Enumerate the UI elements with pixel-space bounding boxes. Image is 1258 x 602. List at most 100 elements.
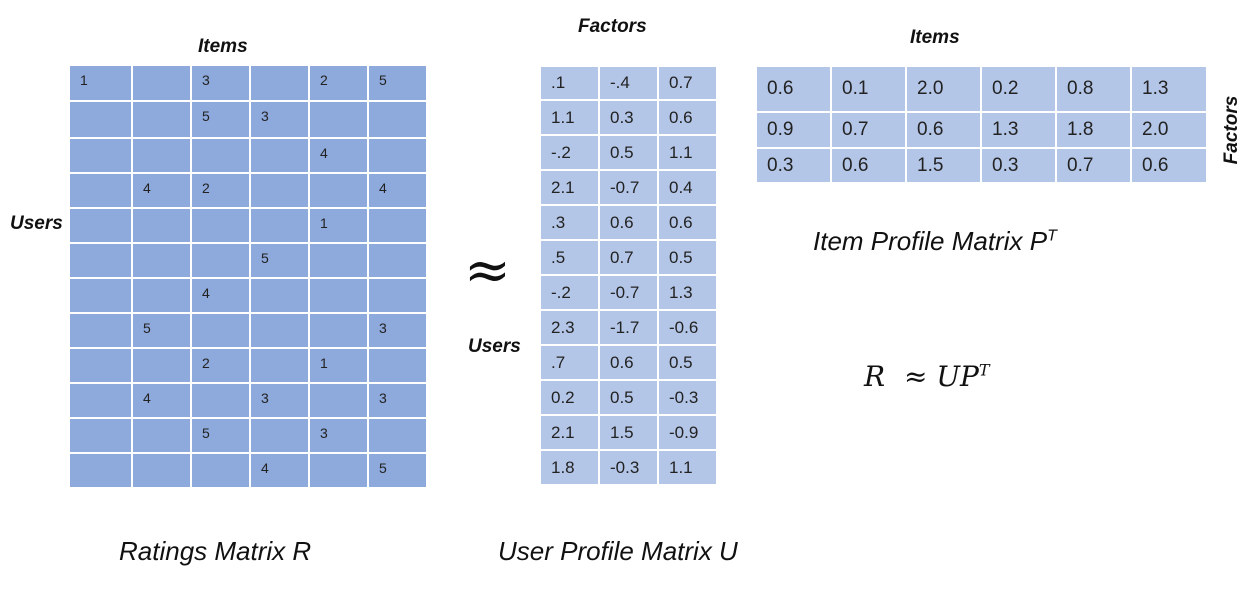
user-factor-cell: 1.3: [659, 276, 716, 309]
item-profile-caption-main: Item Profile Matrix P: [813, 226, 1048, 256]
ratings-items-label: Items: [198, 36, 248, 57]
rating-cell: [310, 174, 367, 207]
user-factor-cell: 1.8: [541, 451, 598, 484]
rating-cell: 1: [310, 349, 367, 382]
rating-cell: [251, 279, 308, 312]
rating-cell: [133, 244, 190, 277]
rating-cell: [310, 244, 367, 277]
item-factor-cell: 0.1: [832, 67, 905, 111]
rating-cell: [133, 209, 190, 242]
item-factor-cell: 0.3: [757, 149, 830, 182]
item-factor-cell: 0.6: [832, 149, 905, 182]
rating-cell: 4: [369, 174, 426, 207]
rating-cell: 3: [369, 314, 426, 347]
equation-approx: ≈: [904, 360, 928, 393]
user-profile-users-label: Users: [468, 336, 521, 357]
rating-cell: [133, 102, 190, 137]
user-factor-cell: 0.5: [600, 136, 657, 169]
user-factor-cell: 1.1: [659, 451, 716, 484]
rating-cell: 2: [310, 66, 367, 100]
user-factor-cell: .3: [541, 206, 598, 239]
rating-cell: [251, 419, 308, 452]
item-profile-factors-label: Factors: [1221, 95, 1242, 165]
user-factor-cell: 0.6: [659, 206, 716, 239]
rating-cell: [192, 244, 249, 277]
ratings-users-label: Users: [10, 213, 63, 234]
rating-cell: [369, 419, 426, 452]
rating-cell: [70, 174, 131, 207]
rating-cell: [369, 209, 426, 242]
equation-lhs: R: [864, 360, 886, 393]
rating-cell: 2: [192, 349, 249, 382]
user-factor-cell: 0.2: [541, 381, 598, 414]
rating-cell: 4: [310, 139, 367, 172]
rating-cell: 5: [369, 66, 426, 100]
item-factor-cell: 2.0: [907, 67, 980, 111]
user-factor-cell: -0.3: [659, 381, 716, 414]
rating-cell: [251, 209, 308, 242]
item-factor-cell: 1.3: [982, 113, 1055, 147]
rating-cell: [70, 102, 131, 137]
item-factor-cell: 0.7: [832, 113, 905, 147]
item-factor-cell: 0.7: [1057, 149, 1130, 182]
user-factor-cell: 1.5: [600, 416, 657, 449]
rating-cell: [251, 174, 308, 207]
rating-cell: [251, 314, 308, 347]
rating-cell: [192, 209, 249, 242]
rating-cell: [70, 384, 131, 417]
rating-cell: 5: [251, 244, 308, 277]
rating-cell: [192, 454, 249, 487]
rating-cell: [310, 384, 367, 417]
rating-cell: [369, 279, 426, 312]
item-factor-cell: 1.8: [1057, 113, 1130, 147]
user-factor-cell: 1.1: [659, 136, 716, 169]
rating-cell: [192, 139, 249, 172]
user-factor-cell: -0.6: [659, 311, 716, 344]
rating-cell: [310, 454, 367, 487]
user-factor-cell: 0.7: [659, 67, 716, 99]
item-factor-cell: 0.6: [757, 67, 830, 111]
rating-cell: 5: [133, 314, 190, 347]
rating-cell: [70, 244, 131, 277]
user-factor-cell: 0.4: [659, 171, 716, 204]
rating-cell: 5: [369, 454, 426, 487]
rating-cell: [133, 139, 190, 172]
user-factor-cell: 0.5: [659, 241, 716, 274]
rating-cell: [133, 349, 190, 382]
user-factor-cell: -0.7: [600, 171, 657, 204]
user-factor-cell: -0.3: [600, 451, 657, 484]
factorization-equation: R ≈ UPT: [864, 360, 989, 393]
item-factor-cell: 0.8: [1057, 67, 1130, 111]
item-factor-cell: 0.9: [757, 113, 830, 147]
item-factor-cell: 2.0: [1132, 113, 1206, 147]
rating-cell: 4: [251, 454, 308, 487]
user-factor-cell: -0.9: [659, 416, 716, 449]
rating-cell: [192, 384, 249, 417]
rating-cell: 4: [133, 384, 190, 417]
item-factor-cell: 0.6: [907, 113, 980, 147]
rating-cell: [251, 66, 308, 100]
user-factor-cell: 2.3: [541, 311, 598, 344]
item-profile-items-label: Items: [910, 27, 960, 48]
item-factor-cell: 0.2: [982, 67, 1055, 111]
user-factor-cell: 0.6: [600, 206, 657, 239]
rating-cell: 5: [192, 419, 249, 452]
user-profile-caption: User Profile Matrix U: [498, 536, 738, 566]
rating-cell: 3: [251, 384, 308, 417]
rating-cell: [310, 279, 367, 312]
item-profile-caption: Item Profile Matrix PT: [813, 226, 1057, 257]
rating-cell: [70, 139, 131, 172]
rating-cell: [192, 314, 249, 347]
rating-cell: [369, 244, 426, 277]
user-factor-cell: -.2: [541, 276, 598, 309]
user-factor-cell: 2.1: [541, 171, 598, 204]
rating-cell: [369, 102, 426, 137]
user-factor-cell: .7: [541, 346, 598, 379]
user-factor-cell: .5: [541, 241, 598, 274]
rating-cell: [70, 314, 131, 347]
rating-cell: [310, 314, 367, 347]
user-factor-cell: 0.7: [600, 241, 657, 274]
